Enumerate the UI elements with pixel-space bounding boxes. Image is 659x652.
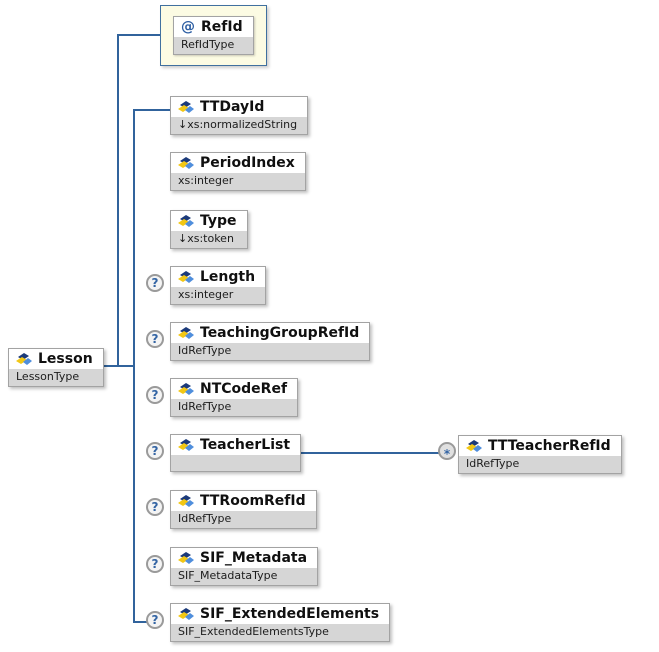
node-name: SIF_ExtendedElements	[200, 606, 380, 622]
node-lesson[interactable]: Lesson LessonType	[8, 348, 104, 387]
connector-attribute-horizontal	[117, 34, 162, 36]
element-icon	[178, 438, 194, 452]
element-icon	[178, 494, 194, 508]
occurrence-many-ttteacherrefid: *	[438, 442, 456, 460]
node-name: TeachingGroupRefId	[200, 325, 360, 341]
node-name: TTRoomRefId	[200, 493, 306, 509]
node-type: IdRefType	[459, 456, 621, 473]
node-ttteacherrefid[interactable]: TTTeacherRefId IdRefType	[458, 435, 622, 474]
element-icon	[178, 551, 194, 565]
node-title: SIF_Metadata	[171, 548, 318, 568]
node-type: RefIdType	[174, 37, 253, 54]
node-title: TeachingGroupRefId	[171, 323, 370, 343]
node-ttroomrefid[interactable]: TTRoomRefId IdRefType	[170, 490, 317, 529]
node-type: SIF_MetadataType	[171, 568, 318, 585]
node-ttdayid[interactable]: TTDayId ↓xs:normalizedString	[170, 96, 309, 135]
occurrence-optional-teacherlist: ?	[146, 442, 164, 460]
node-title: TeacherList	[171, 435, 301, 455]
element-icon	[178, 100, 194, 114]
node-lesson-title: Lesson	[9, 349, 103, 369]
node-title: NTCodeRef	[171, 379, 298, 399]
occurrence-optional-ntcoderef: ?	[146, 386, 164, 404]
attribute-container: @ RefId RefIdType	[160, 5, 267, 66]
connector-ttdayid-stub	[133, 109, 171, 111]
node-length[interactable]: Length xs:integer	[170, 266, 267, 305]
node-name: TTDayId	[200, 99, 265, 115]
node-name: Lesson	[38, 351, 93, 367]
node-type: LessonType	[9, 369, 103, 386]
node-name: TTTeacherRefId	[488, 438, 611, 454]
node-title: TTRoomRefId	[171, 491, 316, 511]
node-title: Length	[171, 267, 266, 287]
connector-teacherlist-child	[297, 452, 440, 454]
node-ntcoderef[interactable]: NTCodeRef IdRefType	[170, 378, 299, 417]
node-title: SIF_ExtendedElements	[171, 604, 390, 624]
node-type: IdRefType	[171, 399, 298, 416]
node-title: TTDayId	[171, 97, 308, 117]
node-type: xs:integer	[171, 287, 266, 304]
node-type: xs:integer	[171, 173, 305, 190]
node-sifmetadata[interactable]: SIF_Metadata SIF_MetadataType	[170, 547, 319, 586]
node-name: PeriodIndex	[200, 155, 295, 171]
element-icon	[178, 270, 194, 284]
node-type-element[interactable]: Type ↓xs:token	[170, 210, 248, 249]
occurrence-optional-sifmetadata: ?	[146, 555, 164, 573]
node-name: NTCodeRef	[200, 381, 288, 397]
node-name: Length	[200, 269, 256, 285]
node-refid-title: @ RefId	[174, 17, 253, 37]
occurrence-optional-length: ?	[146, 274, 164, 292]
attribute-icon: @	[181, 19, 195, 35]
node-title: Type	[171, 211, 247, 231]
node-title: TTTeacherRefId	[459, 436, 621, 456]
node-teacherlist[interactable]: TeacherList	[170, 434, 302, 472]
node-type	[171, 455, 301, 471]
node-teachinggrouprefid[interactable]: TeachingGroupRefId IdRefType	[170, 322, 371, 361]
node-type: IdRefType	[171, 511, 316, 528]
node-sifextendedelements[interactable]: SIF_ExtendedElements SIF_ExtendedElement…	[170, 603, 391, 642]
connector-children-vertical	[133, 109, 135, 623]
node-type: IdRefType	[171, 343, 370, 360]
element-icon	[16, 352, 32, 366]
node-name: Type	[200, 213, 237, 229]
node-type: SIF_ExtendedElementsType	[171, 624, 390, 641]
element-icon	[178, 214, 194, 228]
occurrence-optional-teachinggrouprefid: ?	[146, 330, 164, 348]
node-periodindex[interactable]: PeriodIndex xs:integer	[170, 152, 306, 191]
node-name: TeacherList	[200, 437, 291, 453]
connector-sifextended-stub	[133, 621, 148, 623]
element-icon	[178, 382, 194, 396]
connector-root-branch	[96, 365, 134, 367]
node-name: SIF_Metadata	[200, 550, 308, 566]
element-icon	[178, 156, 194, 170]
element-icon	[178, 607, 194, 621]
occurrence-optional-sifextendedelements: ?	[146, 611, 164, 629]
occurrence-optional-ttroomrefid: ?	[146, 498, 164, 516]
node-type: ↓xs:token	[171, 231, 247, 248]
element-icon	[466, 439, 482, 453]
node-name: RefId	[201, 19, 243, 35]
node-type: ↓xs:normalizedString	[171, 117, 308, 134]
element-icon	[178, 326, 194, 340]
node-title: PeriodIndex	[171, 153, 305, 173]
node-refid[interactable]: @ RefId RefIdType	[173, 16, 254, 55]
connector-attribute-vertical	[117, 34, 119, 367]
